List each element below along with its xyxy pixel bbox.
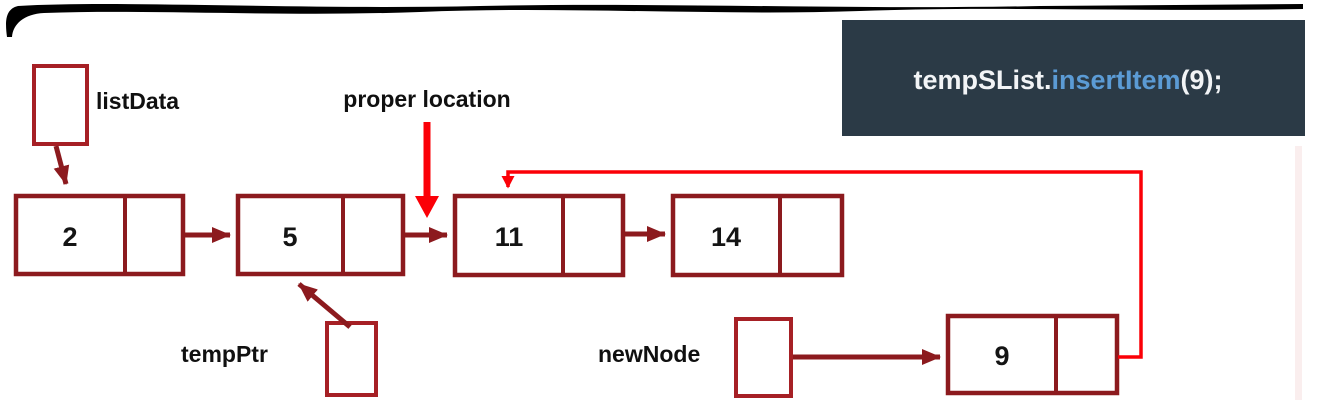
code-panel: tempSList.insertItem(9); — [842, 20, 1305, 136]
new-node-pointer-box — [734, 317, 793, 398]
code-object-text: tempSList. — [913, 65, 1051, 95]
node-2-box — [13, 193, 186, 277]
node-5-box — [235, 193, 406, 277]
temp-ptr-pointer: tempPtr — [181, 282, 378, 397]
code-argument-text: (9); — [1181, 65, 1223, 95]
code-statement: tempSList.insertItem(9); — [913, 65, 1222, 95]
node-5-value: 5 — [282, 222, 297, 252]
temp-ptr-arrow — [297, 282, 352, 329]
temp-ptr-label: tempPtr — [181, 341, 268, 367]
list-data-arrow — [53, 145, 70, 185]
code-panel-background — [842, 20, 1305, 136]
node-2-value: 2 — [62, 222, 77, 252]
node-2: 2 — [13, 193, 186, 277]
node-11-value: 11 — [495, 222, 524, 252]
slide-edge-tint — [1295, 146, 1302, 400]
new-node-pointer: newNode — [598, 317, 941, 398]
list-data-pointer: listData — [32, 64, 179, 185]
node-11-box — [452, 193, 626, 278]
node-11: 11 — [452, 193, 626, 278]
new-node-next-link-arrow — [501, 170, 1143, 359]
temp-ptr-pointer-box — [325, 321, 378, 397]
node-14-box — [670, 193, 845, 278]
code-method-text: insertItem — [1051, 65, 1180, 95]
node-14-value: 14 — [711, 222, 741, 252]
new-node-label: newNode — [598, 341, 700, 367]
node-5: 5 — [235, 193, 406, 277]
node-9-value: 9 — [994, 341, 1009, 371]
top-marker-stroke — [6, 4, 1303, 37]
node-14: 14 — [670, 193, 845, 278]
list-data-label: listData — [96, 88, 179, 114]
proper-location-label: proper location — [343, 86, 510, 112]
node-9-box — [945, 313, 1120, 396]
list-data-pointer-box — [32, 64, 89, 146]
proper-location-arrow — [415, 122, 439, 218]
proper-location-callout: proper location — [343, 86, 511, 218]
node-9: 9 — [945, 313, 1120, 396]
